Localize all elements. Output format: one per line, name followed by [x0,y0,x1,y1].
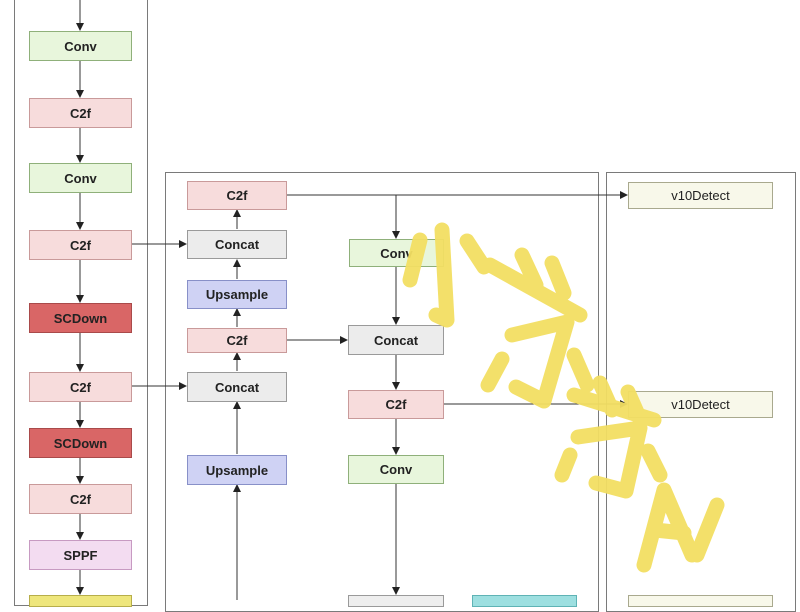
neck-cut-off-node [348,595,444,607]
backbone-c2f-3: C2f [29,372,132,402]
backbone-scdown-1: SCDown [29,303,132,333]
neck-c2f-mid: C2f [187,328,287,353]
backbone-cut-off-node [29,595,132,607]
backbone-conv-1: Conv [29,31,132,61]
backbone-c2f-1: C2f [29,98,132,128]
backbone-scdown-2: SCDown [29,428,132,458]
neck-concat-1: Concat [187,230,287,259]
neck-upsample-2: Upsample [187,455,287,485]
neck-c2f-right: C2f [348,390,444,419]
neck-c2f-top: C2f [187,181,287,210]
neck-concat-3: Concat [348,325,444,355]
backbone-sppf: SPPF [29,540,132,570]
neck-cut-off-cyan-node [472,595,577,607]
head-v10detect-1: v10Detect [628,182,773,209]
backbone-conv-2: Conv [29,163,132,193]
head-cut-off-node [628,595,773,607]
neck-upsample-1: Upsample [187,280,287,309]
neck-concat-2: Concat [187,372,287,402]
head-v10detect-2: v10Detect [628,391,773,418]
neck-conv-bottom: Conv [348,455,444,484]
backbone-c2f-4: C2f [29,484,132,514]
backbone-c2f-2: C2f [29,230,132,260]
neck-conv-top: Conv [349,239,444,267]
